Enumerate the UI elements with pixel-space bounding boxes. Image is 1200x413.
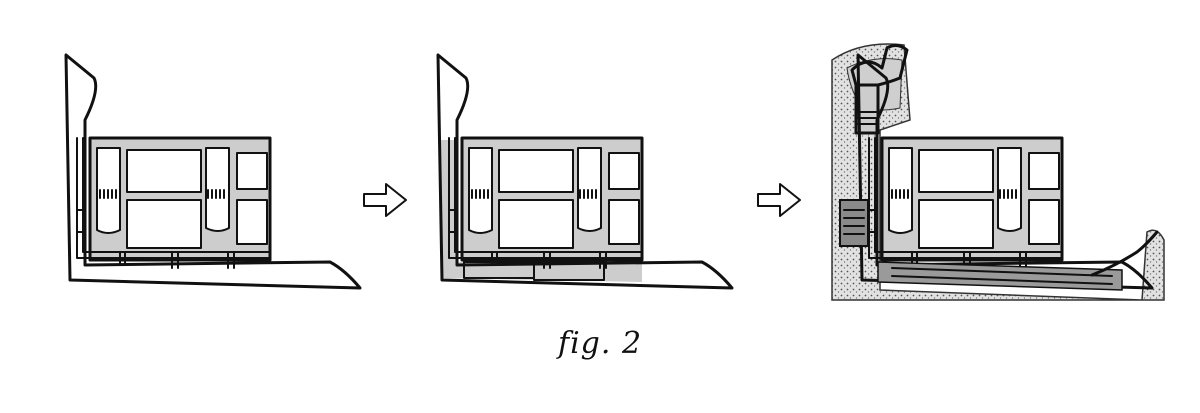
arrow-2-icon [757,183,801,217]
panel-2-sketch [436,53,734,290]
figure-caption: fig. 2 [557,326,643,361]
panel-1-sketch [64,53,362,290]
arrow-1-icon [363,183,407,217]
panel-3-sketch [831,43,1165,301]
